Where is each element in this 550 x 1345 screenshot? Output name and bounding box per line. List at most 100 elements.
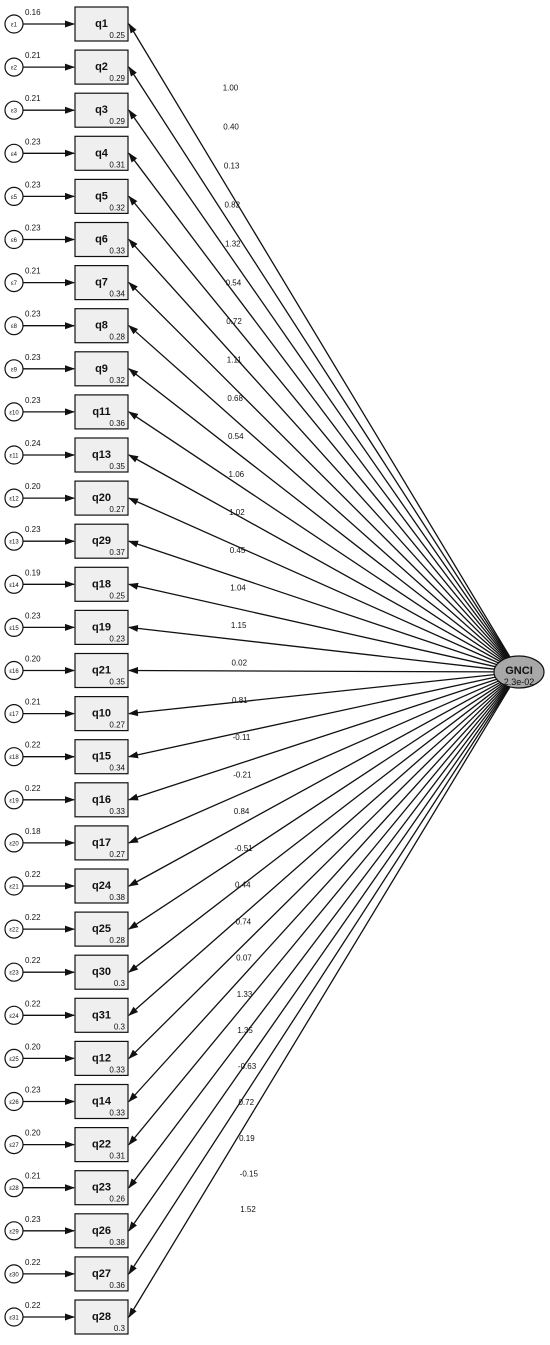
- loading-label: -0.11: [233, 733, 251, 742]
- error-variance-label: 0.23: [25, 180, 41, 189]
- intercept-label: 0.28: [109, 333, 125, 342]
- loading-path: [128, 685, 508, 1146]
- loading-label: 0.54: [228, 432, 244, 441]
- intercept-label: 0.36: [109, 419, 125, 428]
- error-term-label: ε16: [9, 669, 19, 675]
- error-variance-label: 0.23: [25, 525, 41, 534]
- observed-variable-name: q13: [92, 449, 111, 461]
- observed-variable-name: q12: [92, 1052, 111, 1064]
- error-variance-label: 0.21: [25, 51, 41, 60]
- observed-variable-box: [74, 394, 129, 430]
- observed-variable-box: [74, 954, 129, 990]
- observed-variable-box: [74, 652, 129, 689]
- observed-variable-name: q23: [92, 1182, 111, 1194]
- loading-path: [128, 540, 498, 666]
- intercept-label: 0.32: [109, 376, 125, 385]
- error-variance-label: 0.21: [25, 267, 41, 276]
- loading-label: 0.54: [226, 278, 242, 287]
- loading-label: 0.13: [224, 162, 240, 171]
- loading-label: 0.72: [238, 1098, 254, 1107]
- loading-path: [128, 683, 504, 973]
- observed-variable-box: [74, 49, 129, 85]
- loading-path: [128, 152, 509, 658]
- observed-variable-name: q27: [92, 1268, 111, 1280]
- error-term-label: ε11: [10, 454, 20, 460]
- observed-variable-name: q2: [95, 61, 108, 73]
- loading-path: [128, 685, 507, 1103]
- observed-variable-box: [74, 480, 129, 516]
- loading-label: -0.15: [240, 1170, 259, 1179]
- observed-variable-name: q30: [92, 966, 111, 978]
- loading-path: [128, 686, 509, 1189]
- loading-label: -0.63: [238, 1062, 257, 1071]
- loading-path: [128, 667, 495, 675]
- error-variance-label: 0.24: [25, 439, 41, 448]
- loading-label: 0.68: [227, 394, 243, 403]
- intercept-label: 0.29: [109, 74, 125, 83]
- error-term-label: ε24: [9, 1014, 19, 1020]
- error-variance-label: 0.16: [25, 8, 41, 17]
- intercept-label: 0.31: [109, 1152, 125, 1161]
- error-term-label: ε19: [9, 798, 19, 804]
- observed-variable-name: q28: [92, 1311, 111, 1323]
- error-variance-label: 0.23: [25, 611, 41, 620]
- loading-path: [128, 195, 508, 659]
- loading-label: 0.45: [230, 546, 246, 555]
- loading-path: [128, 497, 499, 664]
- observed-variable-box: [74, 609, 129, 646]
- observed-variable-name: q10: [92, 708, 111, 720]
- error-variance-label: 0.20: [25, 1129, 41, 1138]
- observed-variable-box: [74, 1213, 129, 1249]
- observed-variable-box: [74, 523, 129, 559]
- latent-variance: 2.3e-02: [504, 677, 535, 687]
- observed-variable-box: [74, 997, 129, 1033]
- observed-variable-name: q19: [92, 621, 111, 633]
- error-term-label: ε27: [9, 1143, 19, 1149]
- error-term-label: ε29: [9, 1229, 19, 1235]
- error-term-label: ε26: [9, 1100, 19, 1106]
- indicator-nodes: ε10.16q10.25ε20.21q20.29ε30.21q30.29ε40.…: [4, 6, 129, 1335]
- observed-variable-name: q14: [92, 1096, 112, 1108]
- observed-variable-name: q17: [92, 837, 111, 849]
- loading-path: [128, 368, 504, 661]
- intercept-label: 0.27: [109, 850, 125, 859]
- error-variance-label: 0.20: [25, 1042, 41, 1051]
- loading-label: 1.02: [229, 508, 245, 517]
- observed-variable-box: [74, 6, 129, 42]
- loading-label: 1.32: [225, 240, 241, 249]
- error-variance-label: 0.22: [25, 1258, 41, 1267]
- loading-path: [128, 325, 505, 660]
- loading-label: 0.72: [226, 317, 242, 326]
- loading-path: [128, 238, 507, 659]
- error-variance-label: 0.21: [25, 1172, 41, 1181]
- loading-label: 0.02: [231, 659, 247, 668]
- error-term-label: ε5: [11, 195, 18, 201]
- error-term-label: ε21: [9, 885, 19, 891]
- loading-label: 0.40: [223, 123, 239, 132]
- loading-label: 0.82: [224, 201, 240, 210]
- loading-path: [128, 676, 496, 759]
- observed-variable-name: q5: [95, 190, 108, 202]
- loading-label: 0.84: [234, 807, 250, 816]
- observed-variable-name: q25: [92, 923, 111, 935]
- error-term-label: ε3: [11, 109, 18, 115]
- observed-variable-name: q21: [92, 665, 111, 677]
- error-variance-label: 0.23: [25, 396, 41, 405]
- error-variance-label: 0.22: [25, 741, 41, 750]
- loading-label: 1.00: [223, 83, 239, 92]
- observed-variable-box: [74, 739, 129, 775]
- error-variance-label: 0.23: [25, 1215, 41, 1224]
- observed-variable-name: q15: [92, 751, 111, 763]
- observed-variable-name: q3: [95, 104, 108, 116]
- error-variance-label: 0.22: [25, 999, 41, 1008]
